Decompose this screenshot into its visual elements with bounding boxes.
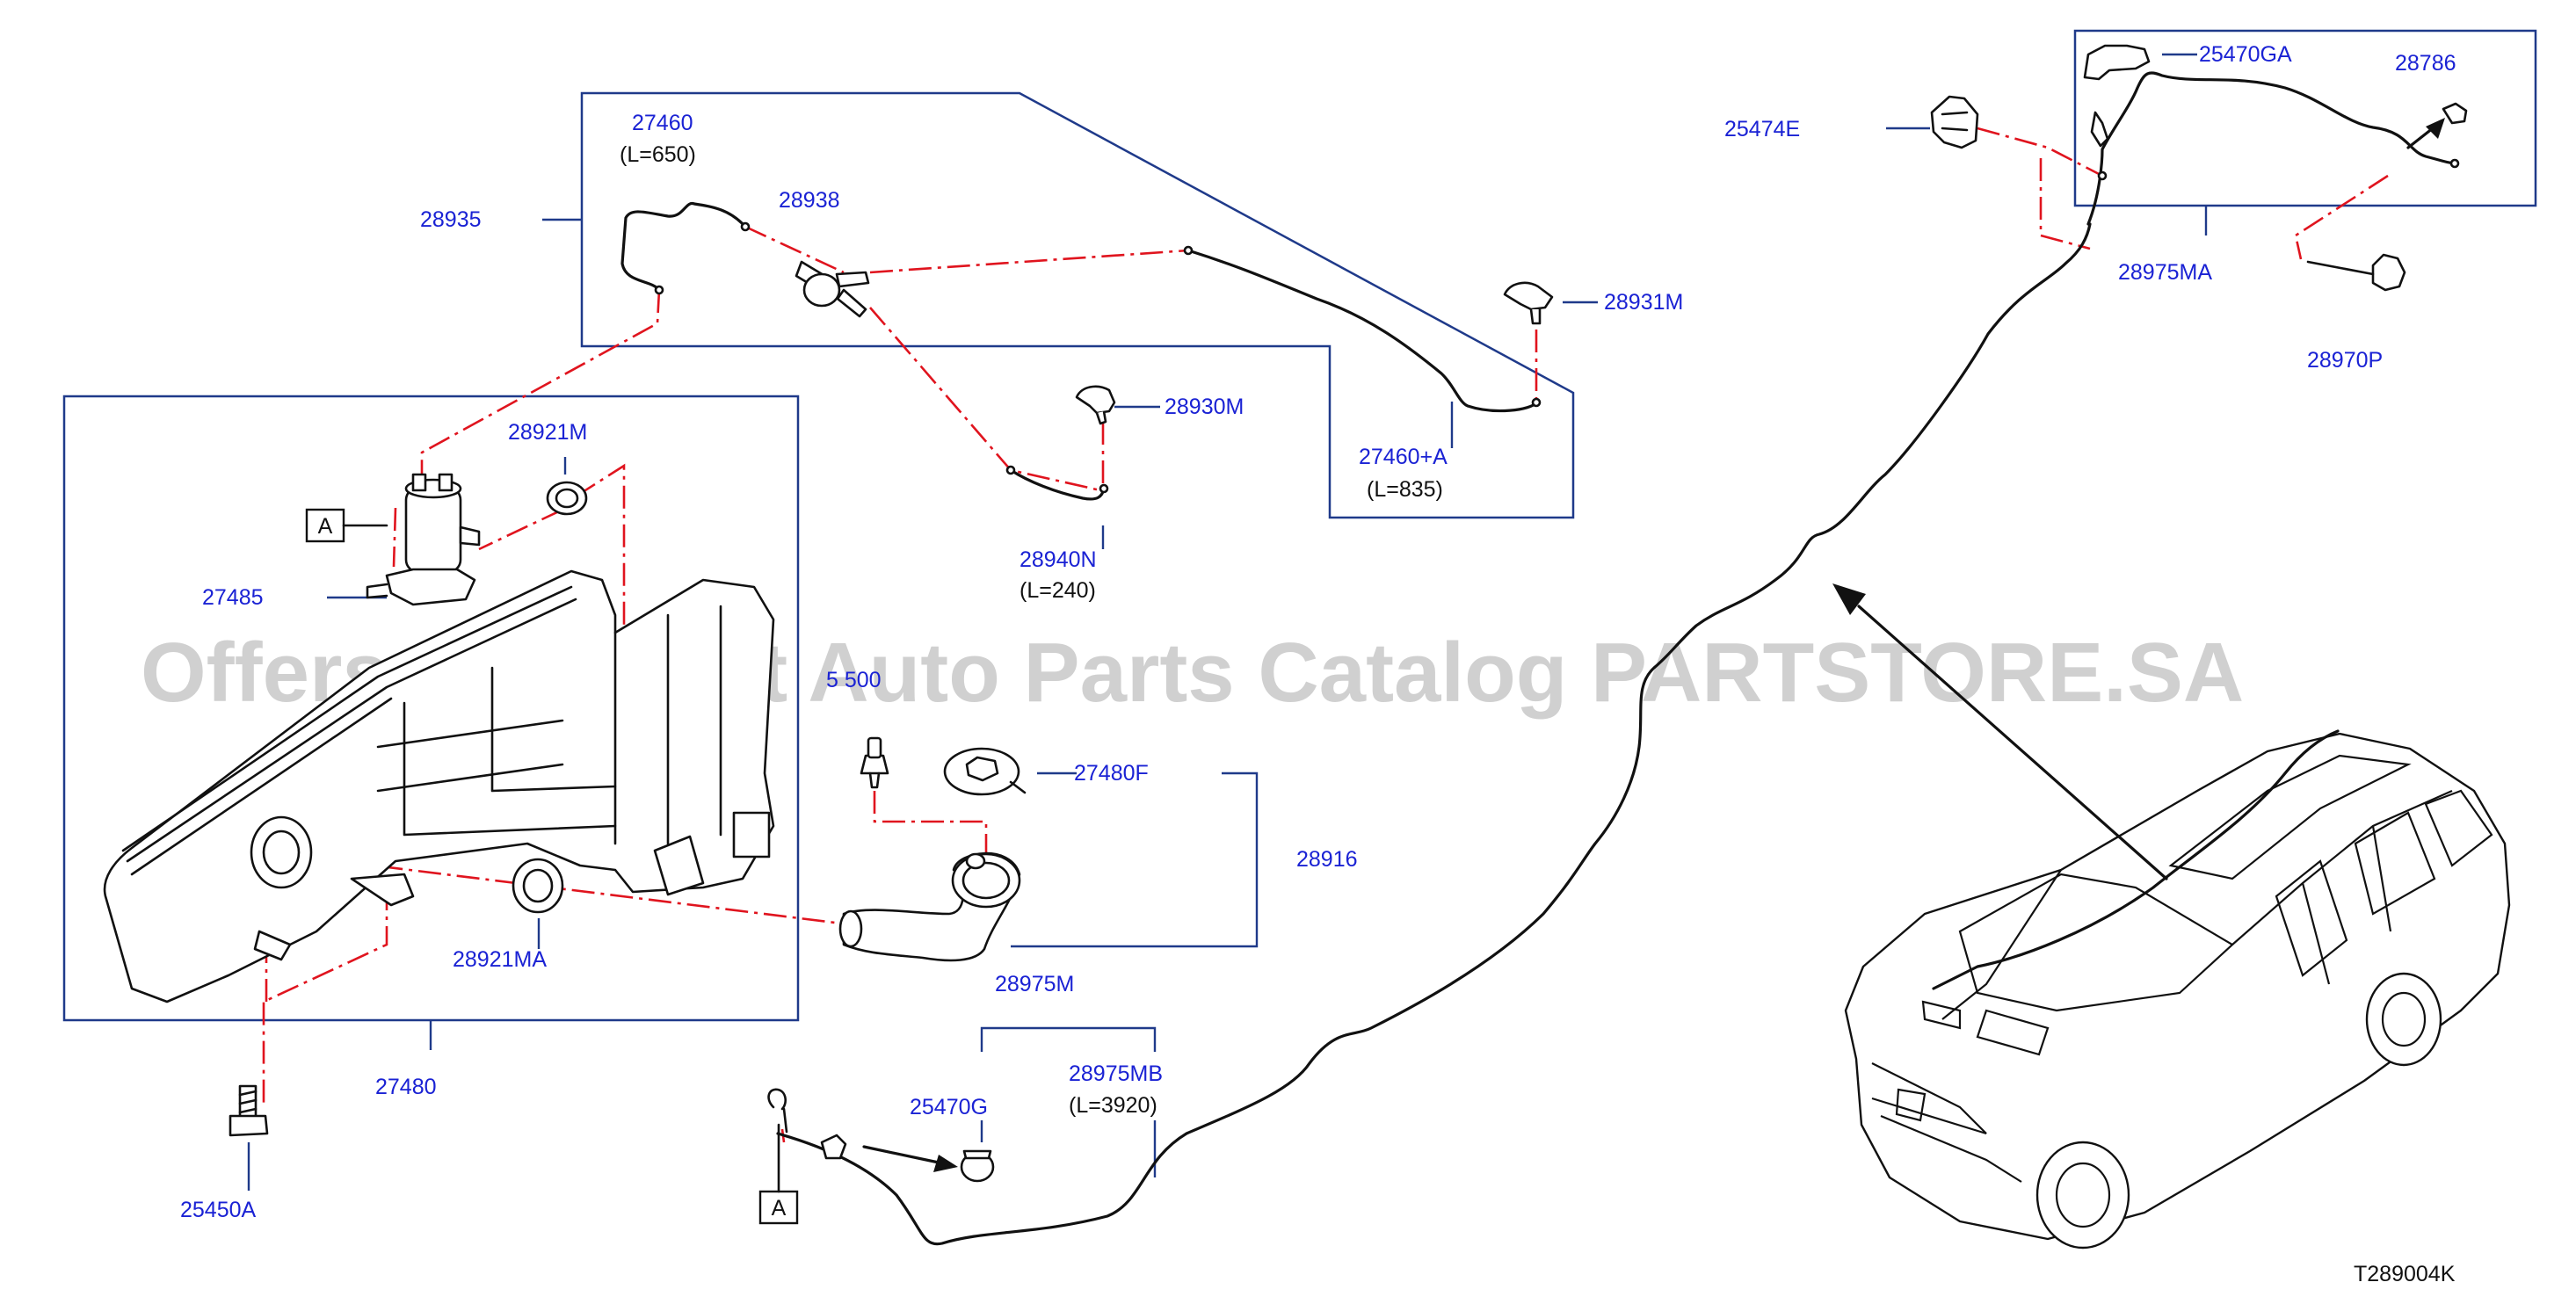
label-27460-length: (L=650) [620,142,696,167]
label-28940N-length: (L=240) [1020,578,1096,603]
rear-wheel [2365,972,2442,1067]
ref-marker-bottom: A [758,1123,799,1225]
label-28975MB-length: (L=3920) [1069,1093,1157,1118]
bracket-28975M [980,1026,1157,1052]
vehicle-washer-hose [1932,729,2340,990]
frame-28975MA [2073,29,2537,207]
hose-clip [2449,158,2460,169]
hose-28975MA [2086,71,2456,226]
label-25470G: 25470G [910,1095,988,1119]
label-28931M: 28931M [1604,290,1683,315]
arrow-to-vehicle [1832,583,2168,880]
label-28940N: 28940N [1020,547,1097,572]
vehicle-outline [1844,729,2511,1250]
label-28970P: 28970P [2307,348,2383,373]
hoses [620,71,2460,1246]
label-28786: 28786 [2395,51,2456,76]
label-27480F: 27480F [1074,761,1149,786]
leader-line [2294,174,2389,260]
hose-clip [1531,397,1542,408]
leader-line [873,791,988,857]
bracket-25474E [1930,95,1979,149]
hose-clip [1183,245,1194,256]
nozzle-28970P [2306,253,2406,292]
ref-marker-label: A [772,1196,787,1221]
label-28921M: 28921M [508,420,587,445]
grommet-28921MA [512,858,564,914]
hose-27460 [620,201,747,292]
part-labels: 27460 (L=650) 28935 28938 28931M 28930M … [180,42,2456,1286]
washer-nozzle-28930M [1075,385,1116,425]
arrow-to-28786 [2406,118,2445,149]
label-27460A-length: (L=835) [1367,477,1443,502]
label-27485: 27485 [202,585,264,610]
leader-line [869,307,1101,492]
clip-5500 [860,736,889,789]
bracket-28916 [1011,772,1259,948]
hose-clip [740,221,751,232]
label-27460A: 27460+A [1359,445,1448,469]
label-28930M: 28930M [1165,395,1244,419]
label-28938: 28938 [779,188,840,213]
label-25474E: 25474E [1724,117,1800,141]
hose-27460A [1186,249,1538,413]
washer-pump-27485 [366,473,481,606]
hose-clip [2097,170,2108,181]
hose-28940N [1009,468,1106,501]
label-27460: 27460 [632,111,693,135]
label-5500: 5 500 [826,668,882,692]
washer-nozzle-28931M [1503,281,1554,325]
label-28975MA: 28975MA [2118,260,2212,285]
check-valve-28938 [795,260,870,318]
label-27480: 27480 [375,1075,437,1099]
label-28975MB: 28975MB [1069,1061,1163,1086]
front-wheel [2035,1141,2130,1250]
leader-line [869,249,1189,274]
hose-clip [1099,483,1109,494]
bolt-25450A [229,1084,269,1137]
leader-line [302,855,836,924]
ref-marker-label: A [318,514,333,539]
leader-line [392,507,397,568]
filler-cap-27480F [943,747,1027,796]
leader-line [2039,158,2091,250]
washer-tank-27480 [103,569,775,1003]
clip-25470G [960,1149,995,1183]
leader-line [262,887,388,1107]
arrow-to-25470G [862,1145,958,1172]
label-28975M: 28975M [995,972,1074,996]
label-28921MA: 28921MA [453,947,547,972]
cap-28786 [2442,102,2468,125]
hose-28975MB [776,222,2092,1246]
grommet-28921M [546,481,588,516]
hose-end-bottom [767,1088,847,1160]
label-25450A: 25450A [180,1198,257,1222]
label-28916: 28916 [1296,847,1358,872]
leader-line [744,225,845,274]
frame-28935 [580,91,1575,519]
hose-clip [654,285,664,295]
label-25470GA: 25470GA [2199,42,2292,67]
clip-25470GA [2083,44,2151,148]
leader-line [478,508,563,551]
hose-clip [1005,465,1016,475]
ref-marker-top: A [305,508,388,543]
label-28935: 28935 [420,207,482,232]
diagram-code: T289004K [2354,1262,2456,1286]
filler-neck-28916 [838,851,1021,962]
